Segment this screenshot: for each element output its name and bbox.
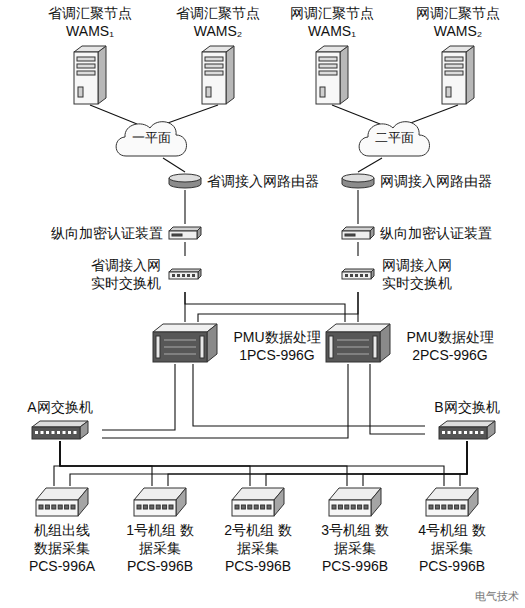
- node-label: PMU数据处理 1PCS-996G: [224, 328, 330, 364]
- port-node: 1号机组 数据采集 PCS-996B: [124, 486, 196, 575]
- network-link: [70, 441, 467, 486]
- node-label: PMU数据处理 2PCS-996G: [397, 328, 503, 364]
- network-link: [168, 441, 467, 486]
- router-icon: [168, 173, 202, 189]
- network-link: [193, 364, 425, 426]
- server-icon: [198, 43, 238, 105]
- network-link: [102, 364, 348, 438]
- server-node: 网调汇聚节点 WAMS₁: [277, 4, 387, 105]
- crypto-icon: [168, 226, 202, 240]
- network-link: [357, 190, 358, 224]
- port-node: 4号机组 数据采集 PCS-996B: [416, 486, 488, 575]
- server-node: 省调汇聚节点 WAMS₂: [163, 4, 273, 105]
- ab-node: A网交换机: [18, 398, 102, 441]
- node-label: 网调汇聚节点 WAMS₁: [287, 4, 377, 40]
- network-link: [54, 441, 60, 486]
- network-link: [60, 441, 152, 486]
- node-label: 省调接入网路由器: [207, 172, 319, 190]
- pmu-icon: [151, 322, 219, 364]
- node-label: 网调接入网路由器: [380, 172, 492, 190]
- pmu-node: PMU数据处理 2PCS-996G: [324, 322, 503, 364]
- router-node: 省调接入网路由器: [168, 172, 319, 190]
- network-link: [357, 292, 358, 322]
- node-label: 1号机组 数据采集 PCS-996B: [125, 521, 195, 575]
- network-link: [184, 190, 185, 224]
- cloud-node: 二平面: [355, 118, 433, 158]
- node-label: 2号机组 数据采集 PCS-996B: [223, 521, 293, 575]
- router-node: 网调接入网路由器: [341, 172, 492, 190]
- network-link: [60, 441, 347, 486]
- port-icon: [327, 486, 383, 518]
- crypto-node: 纵向加密认证装置: [51, 224, 202, 242]
- port-icon: [424, 486, 480, 518]
- cloud-node: 一平面: [112, 118, 190, 158]
- network-link: [185, 292, 345, 322]
- server-node: 省调汇聚节点 WAMS₁: [35, 4, 145, 105]
- node-label: 机组出线 数据采集 PCS-996A: [27, 521, 97, 575]
- network-link: [184, 242, 185, 256]
- crypto-node: 纵向加密认证装置: [341, 224, 492, 242]
- network-link: [370, 364, 425, 434]
- node-label: 4号机组 数据采集 PCS-996B: [417, 521, 487, 575]
- port-icon: [34, 486, 90, 518]
- ab-icon: [437, 419, 497, 441]
- node-label: 一平面: [132, 129, 171, 147]
- node-label: B网交换机: [434, 398, 499, 416]
- watermark: 电气技术: [475, 589, 519, 604]
- port-node: 3号机组 数据采集 PCS-996B: [319, 486, 391, 575]
- node-label: 纵向加密认证装置: [51, 224, 163, 242]
- node-label: 省调汇聚节点 WAMS₁: [45, 4, 135, 40]
- port-node: 机组出线 数据采集 PCS-996A: [26, 486, 98, 575]
- network-link: [165, 105, 218, 124]
- node-label: 网调汇聚节点 WAMS₂: [413, 4, 503, 40]
- server-icon: [312, 43, 352, 105]
- sw-icon: [168, 268, 202, 280]
- node-label: 省调接入网 实时交换机: [89, 256, 163, 292]
- network-link: [460, 441, 467, 486]
- network-link: [408, 105, 458, 124]
- node-label: 网调接入网 实时交换机: [380, 256, 454, 292]
- network-link: [60, 441, 250, 486]
- network-link: [163, 158, 185, 172]
- network-link: [363, 441, 467, 486]
- network-link: [90, 105, 137, 124]
- sw-node: 省调接入网 实时交换机: [89, 256, 202, 292]
- node-label: 3号机组 数据采集 PCS-996B: [320, 521, 390, 575]
- network-link: [332, 105, 380, 124]
- pmu-icon: [324, 322, 392, 364]
- node-label: A网交换机: [27, 398, 92, 416]
- pmu-node: PMU数据处理 1PCS-996G: [151, 322, 330, 364]
- node-label: 省调汇聚节点 WAMS₂: [173, 4, 263, 40]
- router-icon: [341, 173, 375, 189]
- node-label: 二平面: [375, 129, 414, 147]
- server-icon: [70, 43, 110, 105]
- ab-icon: [30, 419, 90, 441]
- network-link: [266, 441, 467, 486]
- crypto-icon: [341, 226, 375, 240]
- network-link: [358, 158, 382, 172]
- server-node: 网调汇聚节点 WAMS₂: [403, 4, 513, 105]
- network-link: [102, 364, 175, 430]
- node-label: 纵向加密认证装置: [380, 224, 492, 242]
- sw-node: 网调接入网 实时交换机: [341, 256, 454, 292]
- port-node: 2号机组 数据采集 PCS-996B: [222, 486, 294, 575]
- network-link: [357, 242, 358, 256]
- server-icon: [438, 43, 478, 105]
- port-icon: [132, 486, 188, 518]
- sw-icon: [341, 268, 375, 280]
- network-link: [198, 292, 358, 322]
- network-link: [60, 441, 444, 486]
- port-icon: [230, 486, 286, 518]
- ab-node: B网交换机: [425, 398, 509, 441]
